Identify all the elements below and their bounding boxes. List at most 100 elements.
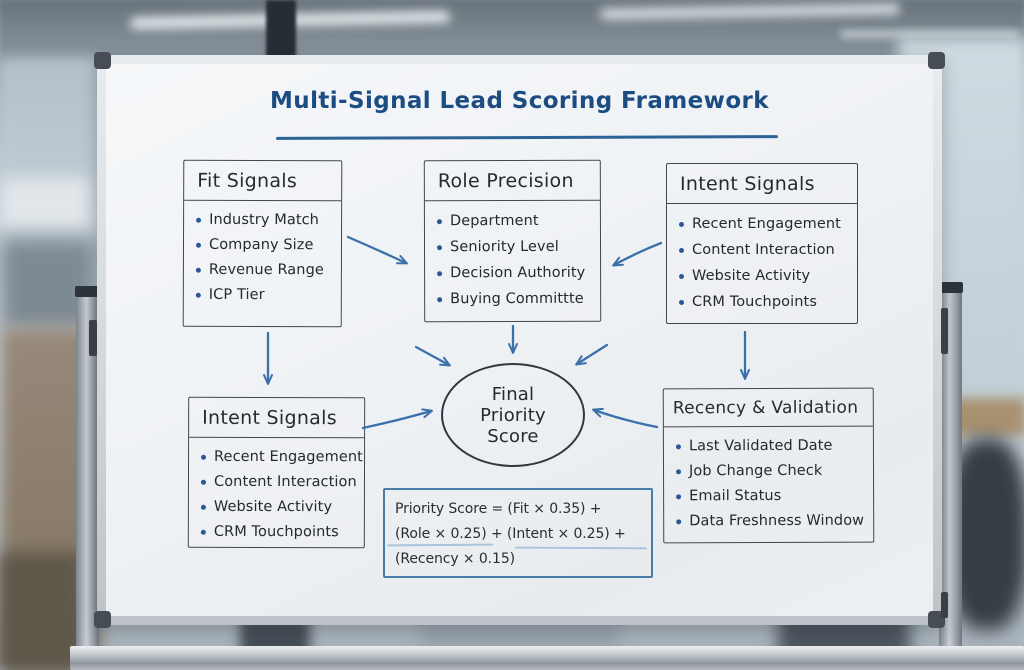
- panel-fit-signals: Fit Signals Industry Match Company Size …: [182, 159, 343, 328]
- priority-score-formula: Priority Score = (Fit × 0.35) + (Role × …: [383, 488, 653, 578]
- frame-corner-cap: [94, 611, 111, 628]
- bullet-dot-icon: [195, 292, 201, 298]
- panel-item-label: CRM Touchpoints: [692, 294, 817, 310]
- bullet-dot-icon: [200, 529, 206, 535]
- panel-role-precision: Role Precision Department Seniority Leve…: [423, 159, 602, 323]
- panel-title: Intent Signals: [667, 164, 857, 204]
- panel-item: Seniority Level: [437, 234, 596, 260]
- bullet-dot-icon: [679, 221, 684, 227]
- office-floor-shadow: [0, 553, 82, 670]
- panel-item-list: Department Seniority Level Decision Auth…: [425, 208, 600, 312]
- panel-item: Job Change Check: [676, 459, 869, 485]
- panel-item-list: Last Validated Date Job Change Check Ema…: [664, 434, 873, 535]
- panel-item-list: Industry Match Company Size Revenue Rang…: [184, 208, 341, 309]
- oval-line: Final: [491, 383, 535, 405]
- stand-hinge: [941, 592, 948, 618]
- bullet-dot-icon: [676, 494, 682, 500]
- panel-item-list: Recent Engagement Content Interaction We…: [189, 445, 364, 545]
- stand-post-left: [75, 286, 100, 670]
- bullet-dot-icon: [679, 247, 684, 253]
- panel-title: Fit Signals: [184, 160, 342, 202]
- bullet-dot-icon: [679, 273, 684, 279]
- bullet-dot-icon: [195, 267, 201, 273]
- stand-hinge: [89, 320, 97, 356]
- panel-item-label: Website Activity: [213, 498, 333, 516]
- panel-recency-validation: Recency & Validation Last Validated Date…: [662, 387, 875, 544]
- formula-line: (Role × 0.25) + (Intent × 0.25) +: [395, 526, 626, 542]
- whiteboard: Multi-Signal Lead Scoring Framework Fit …: [94, 52, 945, 628]
- panel-item: Email Status: [676, 484, 869, 510]
- formula-line: (Recency × 0.15): [395, 551, 516, 567]
- oval-line: Score: [487, 425, 539, 447]
- bullet-dot-icon: [675, 444, 681, 450]
- panel-item-label: Company Size: [208, 236, 314, 254]
- panel-item-label: Department: [449, 212, 539, 230]
- bullet-dot-icon: [201, 454, 207, 460]
- stand-hinge: [941, 308, 948, 354]
- bullet-dot-icon: [436, 218, 442, 224]
- bullet-dot-icon: [195, 242, 202, 248]
- formula-line: Priority Score = (Fit × 0.35) +: [395, 501, 602, 517]
- panel-item-label: Industry Match: [209, 211, 320, 229]
- panel-item-label: Decision Authority: [450, 264, 586, 282]
- final-priority-score-node: Final Priority Score: [441, 363, 585, 467]
- panel-item: Content Interaction: [200, 470, 360, 495]
- panel-item: Recent Engagement: [679, 211, 853, 237]
- stand-post-cap: [75, 286, 100, 297]
- panel-item-label: Recent Engagement: [214, 448, 363, 466]
- stand-rail: [70, 646, 1024, 670]
- panel-item: Buying Committte: [437, 286, 596, 312]
- whiteboard-surface: Multi-Signal Lead Scoring Framework Fit …: [106, 64, 933, 616]
- panel-item-label: CRM Touchpoints: [213, 523, 339, 541]
- panel-item: Department: [436, 208, 596, 234]
- bullet-dot-icon: [437, 244, 443, 250]
- frame-corner-cap: [928, 52, 945, 69]
- panel-item: Industry Match: [196, 208, 337, 233]
- panel-item: CRM Touchpoints: [679, 289, 853, 315]
- panel-item-list: Recent Engagement Content Interaction We…: [667, 211, 857, 315]
- panel-item-label: Last Validated Date: [688, 437, 833, 455]
- bullet-dot-icon: [200, 479, 206, 485]
- window-mullion: [266, 0, 296, 64]
- bullet-dot-icon: [196, 217, 202, 223]
- title-underline: [275, 135, 779, 140]
- panel-item-label: Data Freshness Window: [689, 512, 865, 530]
- panel-item: Decision Authority: [437, 260, 596, 286]
- panel-item: Company Size: [195, 233, 337, 258]
- panel-item-label: Buying Committte: [450, 290, 584, 308]
- panel-item: Recent Engagement: [201, 445, 363, 470]
- bullet-dot-icon: [200, 504, 206, 510]
- panel-item: Website Activity: [679, 263, 853, 289]
- panel-intent-signals-bottom: Intent Signals Recent Engagement Content…: [187, 396, 366, 549]
- panel-title: Intent Signals: [189, 397, 365, 439]
- stand-post-cap: [938, 282, 963, 293]
- panel-item-label: Revenue Range: [208, 261, 324, 279]
- ceiling-light: [840, 30, 1020, 38]
- bullet-dot-icon: [676, 519, 682, 525]
- panel-item: Website Activity: [200, 495, 360, 520]
- panel-item: Content Interaction: [679, 237, 853, 263]
- panel-title: Recency & Validation: [663, 388, 873, 428]
- panel-item: ICP Tier: [195, 283, 337, 308]
- panel-item-label: Job Change Check: [688, 462, 823, 480]
- oval-line: Priority: [480, 404, 546, 426]
- panel-item: Last Validated Date: [675, 434, 869, 460]
- panel-item-label: Recent Engagement: [692, 216, 841, 232]
- stand-post-right: [938, 282, 963, 670]
- bullet-dot-icon: [676, 469, 682, 475]
- bullet-dot-icon: [679, 299, 684, 305]
- panel-intent-signals-top: Intent Signals Recent Engagement Content…: [666, 163, 858, 324]
- bullet-dot-icon: [437, 270, 443, 276]
- frame-corner-cap: [94, 52, 111, 69]
- panel-item: CRM Touchpoints: [200, 520, 360, 545]
- panel-item: Data Freshness Window: [676, 509, 869, 535]
- office-table: [0, 178, 92, 230]
- panel-title: Role Precision: [424, 160, 600, 202]
- panel-item-label: Content Interaction: [692, 242, 835, 258]
- panel-item-label: ICP Tier: [208, 286, 265, 304]
- frame-corner-cap: [928, 611, 945, 628]
- diagram-title: Multi-Signal Lead Scoring Framework: [270, 88, 769, 114]
- bullet-dot-icon: [437, 296, 443, 302]
- panel-item-label: Content Interaction: [213, 473, 357, 491]
